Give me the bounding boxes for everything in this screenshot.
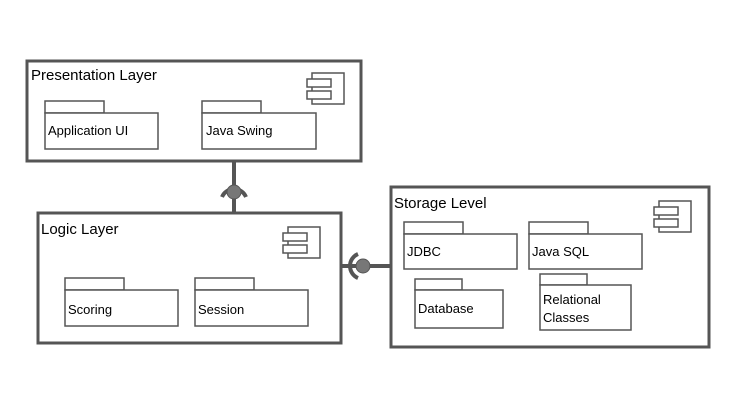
logic-storage-connector <box>341 252 391 280</box>
package-relational-classes: Relational Classes <box>539 273 632 331</box>
presentation-component-icon <box>306 72 345 105</box>
logic-layer-title: Logic Layer <box>41 221 119 238</box>
package-scoring-label: Scoring <box>68 302 112 317</box>
package-java-sql-label: Java SQL <box>532 244 589 259</box>
package-database-label: Database <box>418 301 474 316</box>
logic-component-icon <box>282 226 321 259</box>
presentation-layer: Presentation Layer Application UI Java S… <box>25 59 363 163</box>
package-application-ui: Application UI <box>44 100 159 150</box>
logic-storage-socket <box>348 252 359 280</box>
package-database: Database <box>414 278 504 329</box>
presentation-layer-title: Presentation Layer <box>31 67 157 84</box>
package-session: Session <box>194 277 309 327</box>
package-java-swing-label: Java Swing <box>206 123 272 138</box>
package-application-ui-label: Application UI <box>48 123 128 138</box>
package-scoring: Scoring <box>64 277 179 327</box>
package-relational-classes-label-line1: Relational <box>543 292 601 307</box>
logic-storage-ball <box>355 258 371 274</box>
package-jdbc-label: JDBC <box>407 244 441 259</box>
logic-layer: Logic Layer Scoring Session <box>36 211 343 345</box>
storage-level: Storage Level JDBC Java SQL Database Rel… <box>389 185 711 349</box>
package-session-label: Session <box>198 302 244 317</box>
presentation-logic-connector <box>220 161 248 212</box>
storage-component-icon <box>653 200 692 233</box>
package-java-swing: Java Swing <box>201 100 317 150</box>
package-java-sql: Java SQL <box>528 221 643 270</box>
storage-level-title: Storage Level <box>394 195 487 212</box>
package-relational-classes-label-line2: Classes <box>543 310 590 325</box>
package-jdbc: JDBC <box>403 221 518 270</box>
presentation-logic-ball <box>226 184 242 200</box>
